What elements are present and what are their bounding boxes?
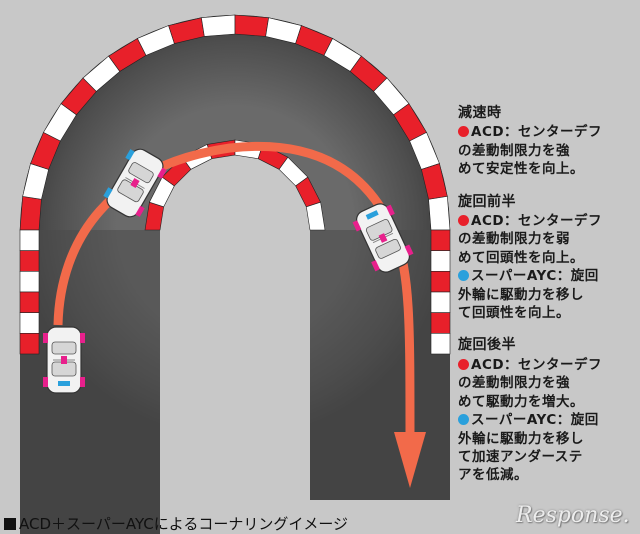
kerb-segment <box>305 201 326 231</box>
note-item-acd: ACD：センターデフ の差動制限力を強 めて安定性を向上。 <box>458 124 603 178</box>
note-item-acd: ACD：センターデフ の差動制限力を弱 めて回頭性を向上。 <box>458 213 603 266</box>
square-bullet-icon <box>4 518 16 530</box>
kerb-segment <box>19 333 40 355</box>
outer-kerb <box>19 14 451 355</box>
kerb-segment <box>201 14 236 37</box>
section-heading: 旋回前半 <box>458 193 516 210</box>
red-dot-icon <box>458 126 469 138</box>
section-first-half: 旋回前半 ACD：センターデフ の差動制限力を弱 めて回頭性を向上。 スーパーA… <box>458 193 636 323</box>
section-decel: 減速時 ACD：センターデフ の差動制限力を強 めて安定性を向上。 <box>458 104 636 179</box>
section-heading: 旋回後半 <box>458 337 516 354</box>
note-item-ayc: スーパーAYC：旋回 外輪に駆動力を移し て加速アンダーステ アを低減。 <box>458 412 599 484</box>
road-left-leg <box>20 230 160 534</box>
road-right-leg <box>310 230 450 500</box>
car-turn-in <box>103 148 167 218</box>
kerb-segment <box>430 312 451 334</box>
racing-line-arrowhead <box>394 432 426 488</box>
kerb-segment <box>234 14 269 37</box>
section-heading: 減速時 <box>458 105 502 121</box>
kerb-segment <box>19 229 40 251</box>
red-dot-icon <box>458 358 469 370</box>
note-item-ayc: スーパーAYC：旋回 外輪に駆動力を移し て回頭性を向上。 <box>458 268 599 322</box>
red-dot-icon <box>458 215 469 227</box>
kerb-segment <box>19 271 40 293</box>
car-braking <box>43 326 85 394</box>
kerb-segment <box>430 333 451 355</box>
kerb-segment <box>19 196 42 231</box>
blue-dot-icon <box>458 270 469 282</box>
kerb-segment <box>430 271 451 293</box>
kerb-segment <box>428 196 451 231</box>
note-item-acd: ACD：センターデフ の差動制限力を強 めて駆動力を増大。 <box>458 356 603 410</box>
response-logo: Response. <box>516 503 630 528</box>
explanation-notes: 減速時 ACD：センターデフ の差動制限力を強 めて安定性を向上。 旋回前半 A… <box>458 104 636 499</box>
blue-dot-icon <box>458 414 469 426</box>
kerb-segment <box>19 291 40 313</box>
kerb-segment <box>19 312 40 334</box>
racing-line-arrow <box>53 141 415 441</box>
figure-caption: ACD＋スーパーAYCによるコーナリングイメージ <box>4 513 348 534</box>
section-second-half: 旋回後半 ACD：センターデフ の差動制限力を強 めて駆動力を増大。 スーパーA… <box>458 336 636 484</box>
kerb-segment <box>430 229 451 251</box>
kerb-segment <box>19 250 40 272</box>
kerb-segment <box>430 250 451 272</box>
car-exit <box>352 203 414 273</box>
kerb-segment <box>430 291 451 313</box>
